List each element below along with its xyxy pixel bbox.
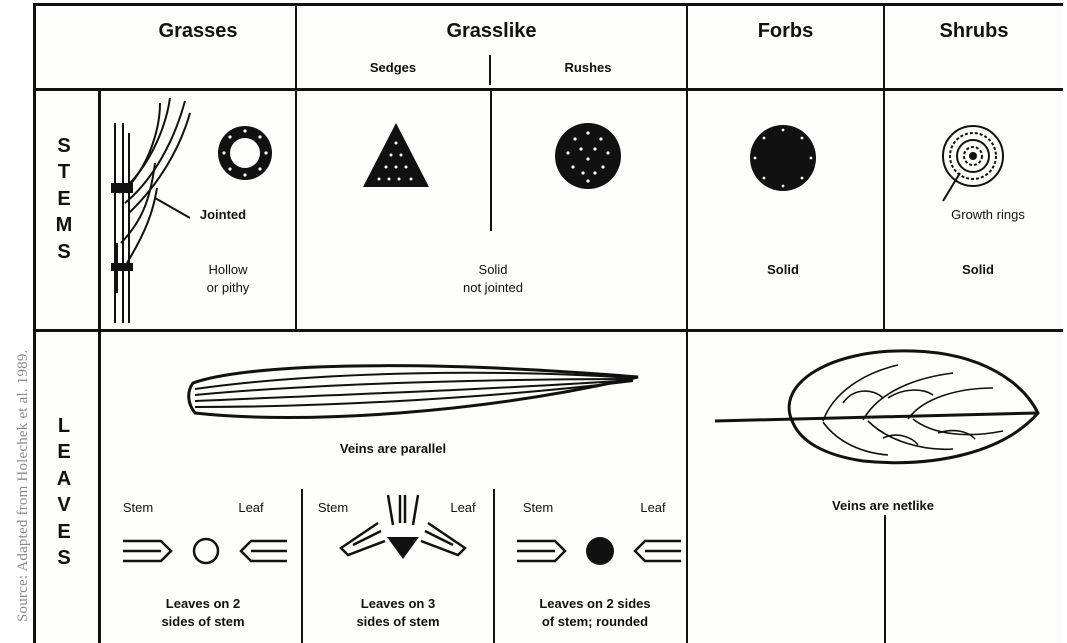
source-text: Source: Adapted from Holechek et al. 198… xyxy=(15,350,32,623)
sedge-stem-triangle xyxy=(361,121,431,191)
row-divider xyxy=(33,329,1063,332)
leaf-divider-2 xyxy=(493,489,495,643)
netlike-divider xyxy=(884,515,886,643)
grass-stem-word: Stem xyxy=(118,499,158,517)
row-label-leaves: L E A V E S xyxy=(49,413,79,571)
col-divider-forbs xyxy=(883,3,885,331)
grass-jointed-label: Jointed xyxy=(183,206,263,224)
parallel-veins-label: Veins are parallel xyxy=(293,440,493,458)
header-rushes: Rushes xyxy=(528,60,648,75)
header-forbs: Forbs xyxy=(688,20,883,43)
netlike-vein-leaf xyxy=(713,343,1043,473)
header-shrubs: Shrubs xyxy=(885,20,1063,43)
grasslike-stem-desc: Solid not jointed xyxy=(403,261,583,296)
col-divider-grasslike xyxy=(686,3,688,643)
rush-leaf-caption: Leaves on 2 sides of stem; rounded xyxy=(505,595,685,630)
row-label-divider xyxy=(98,89,101,643)
header-divider xyxy=(33,88,1063,91)
rush-leaf-arrangement xyxy=(515,531,685,571)
header-grasslike: Grasslike xyxy=(297,20,686,43)
grass-leaf-caption: Leaves on 2 sides of stem xyxy=(123,595,283,630)
sedge-leaf-caption: Leaves on 3 sides of stem xyxy=(323,595,473,630)
border-left xyxy=(33,3,36,643)
row-label-stems: S T E M S xyxy=(49,133,79,265)
sedge-leaf-arrangement xyxy=(333,493,473,593)
sedge-rush-divider-stems xyxy=(490,91,492,231)
source-note: Source: Adapted from Holechek et al. 198… xyxy=(4,0,26,643)
parallel-vein-leaf xyxy=(183,353,643,428)
col-divider-grasses xyxy=(295,3,297,331)
grass-leaf-arrangement xyxy=(121,531,291,571)
leaf-divider-1 xyxy=(301,489,303,643)
shrub-rings-label: Growth rings xyxy=(933,206,1043,224)
forb-stem-circle xyxy=(748,123,818,193)
grass-leaf-word: Leaf xyxy=(231,499,271,517)
border-top xyxy=(33,3,1063,6)
sedge-rush-divider-header xyxy=(489,55,491,85)
rush-leaf-word: Leaf xyxy=(633,499,673,517)
grass-stem-desc: Hollow or pithy xyxy=(183,261,273,296)
netlike-veins-label: Veins are netlike xyxy=(793,497,973,515)
header-grasses: Grasses xyxy=(101,20,295,43)
plant-classification-table: Grasses Grasslike Sedges Rushes Forbs Sh… xyxy=(33,3,1063,643)
header-sedges: Sedges xyxy=(333,60,453,75)
rush-stem-word: Stem xyxy=(518,499,558,517)
shrub-stem-desc: Solid xyxy=(938,261,1018,279)
forb-stem-desc: Solid xyxy=(743,261,823,279)
shrub-stem-rings xyxy=(938,123,1018,203)
rush-stem-circle xyxy=(553,121,623,191)
